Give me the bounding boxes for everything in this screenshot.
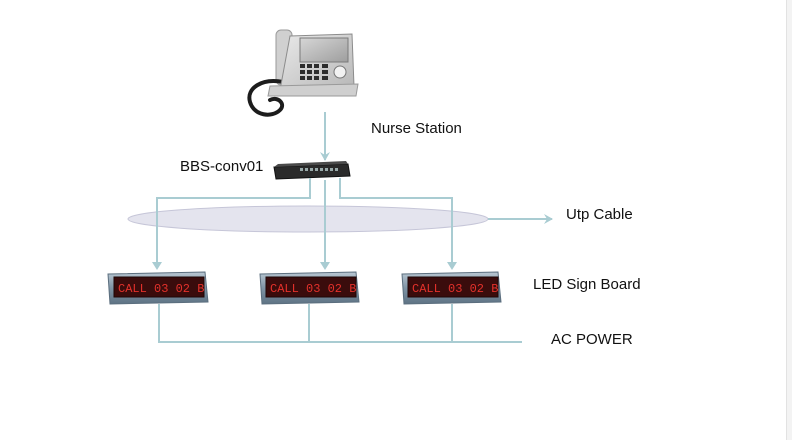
nurse-station-label: Nurse Station — [371, 120, 462, 137]
utp-cable-bundle — [127, 205, 489, 233]
converter-switch-icon — [273, 161, 351, 180]
led-board-text: CALL 03 02 B — [270, 282, 356, 296]
ac-power-label: AC POWER — [551, 331, 633, 348]
led-sign-board-1: CALL 03 02 B — [107, 271, 209, 305]
converter-label: BBS-conv01 — [180, 158, 264, 175]
led-board-text: CALL 03 02 B — [118, 282, 204, 296]
led-sign-board-label: LED Sign Board — [533, 276, 641, 293]
ac-power-lines — [158, 304, 522, 343]
led-sign-board-2: CALL 03 02 B — [259, 271, 360, 305]
utp-cable-lines — [156, 178, 453, 264]
page-edge — [786, 0, 792, 440]
utp-cable-label: Utp Cable — [566, 206, 633, 223]
desk-phone-icon — [247, 29, 359, 117]
led-sign-board-3: CALL 03 02 B — [401, 271, 502, 305]
led-board-text: CALL 03 02 B — [412, 282, 498, 296]
